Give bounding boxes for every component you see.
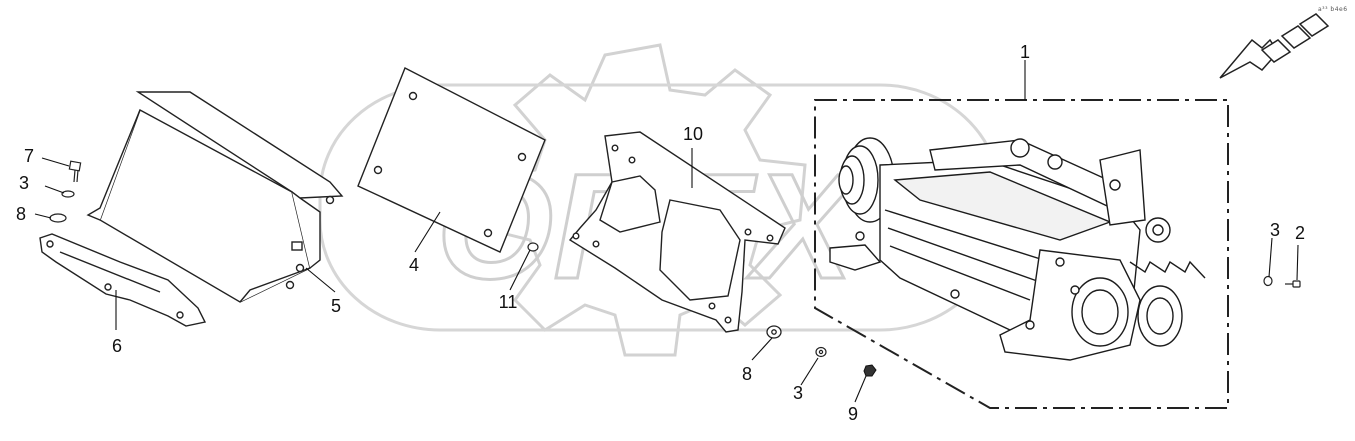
part-10-bracket (568, 131, 786, 333)
part-9-nut (863, 364, 877, 377)
part-7-bolt (68, 160, 82, 183)
part-3-washer-bottom (815, 346, 827, 358)
callout-7: 7 (23, 146, 35, 166)
part-2-screw (1285, 280, 1301, 288)
callout-11: 11 (498, 292, 518, 312)
part-11-fastener (527, 242, 539, 252)
callout-1: 1 (1019, 42, 1031, 62)
callout-3-left: 3 (18, 173, 30, 193)
part-8-washer-left (49, 213, 67, 223)
callout-8-left: 8 (15, 204, 27, 224)
direction-arrow-icon (1219, 13, 1330, 79)
part-3-washer-left (61, 190, 75, 198)
callout-3-bottom: 3 (792, 383, 804, 403)
callout-3-right: 3 (1269, 220, 1281, 240)
part-8-washer-right (766, 325, 782, 339)
drawing-code: a³³ b4e6 (1318, 6, 1348, 13)
callout-9: 9 (847, 404, 859, 424)
part-5-duct-housing (86, 91, 344, 303)
part-6-base-plate (39, 233, 207, 327)
callout-8-right: 8 (741, 364, 753, 384)
part-3-washer-right (1263, 275, 1273, 287)
part-1-main-assembly (829, 137, 1206, 361)
callout-10: 10 (682, 124, 704, 144)
callout-4: 4 (408, 255, 420, 275)
part-1-assembly-boundary (814, 99, 1229, 409)
callout-2: 2 (1294, 223, 1306, 243)
part-4-cover-plate (357, 67, 546, 253)
callout-leaders (34, 60, 1299, 403)
callout-5: 5 (330, 296, 342, 316)
callout-6: 6 (111, 336, 123, 356)
